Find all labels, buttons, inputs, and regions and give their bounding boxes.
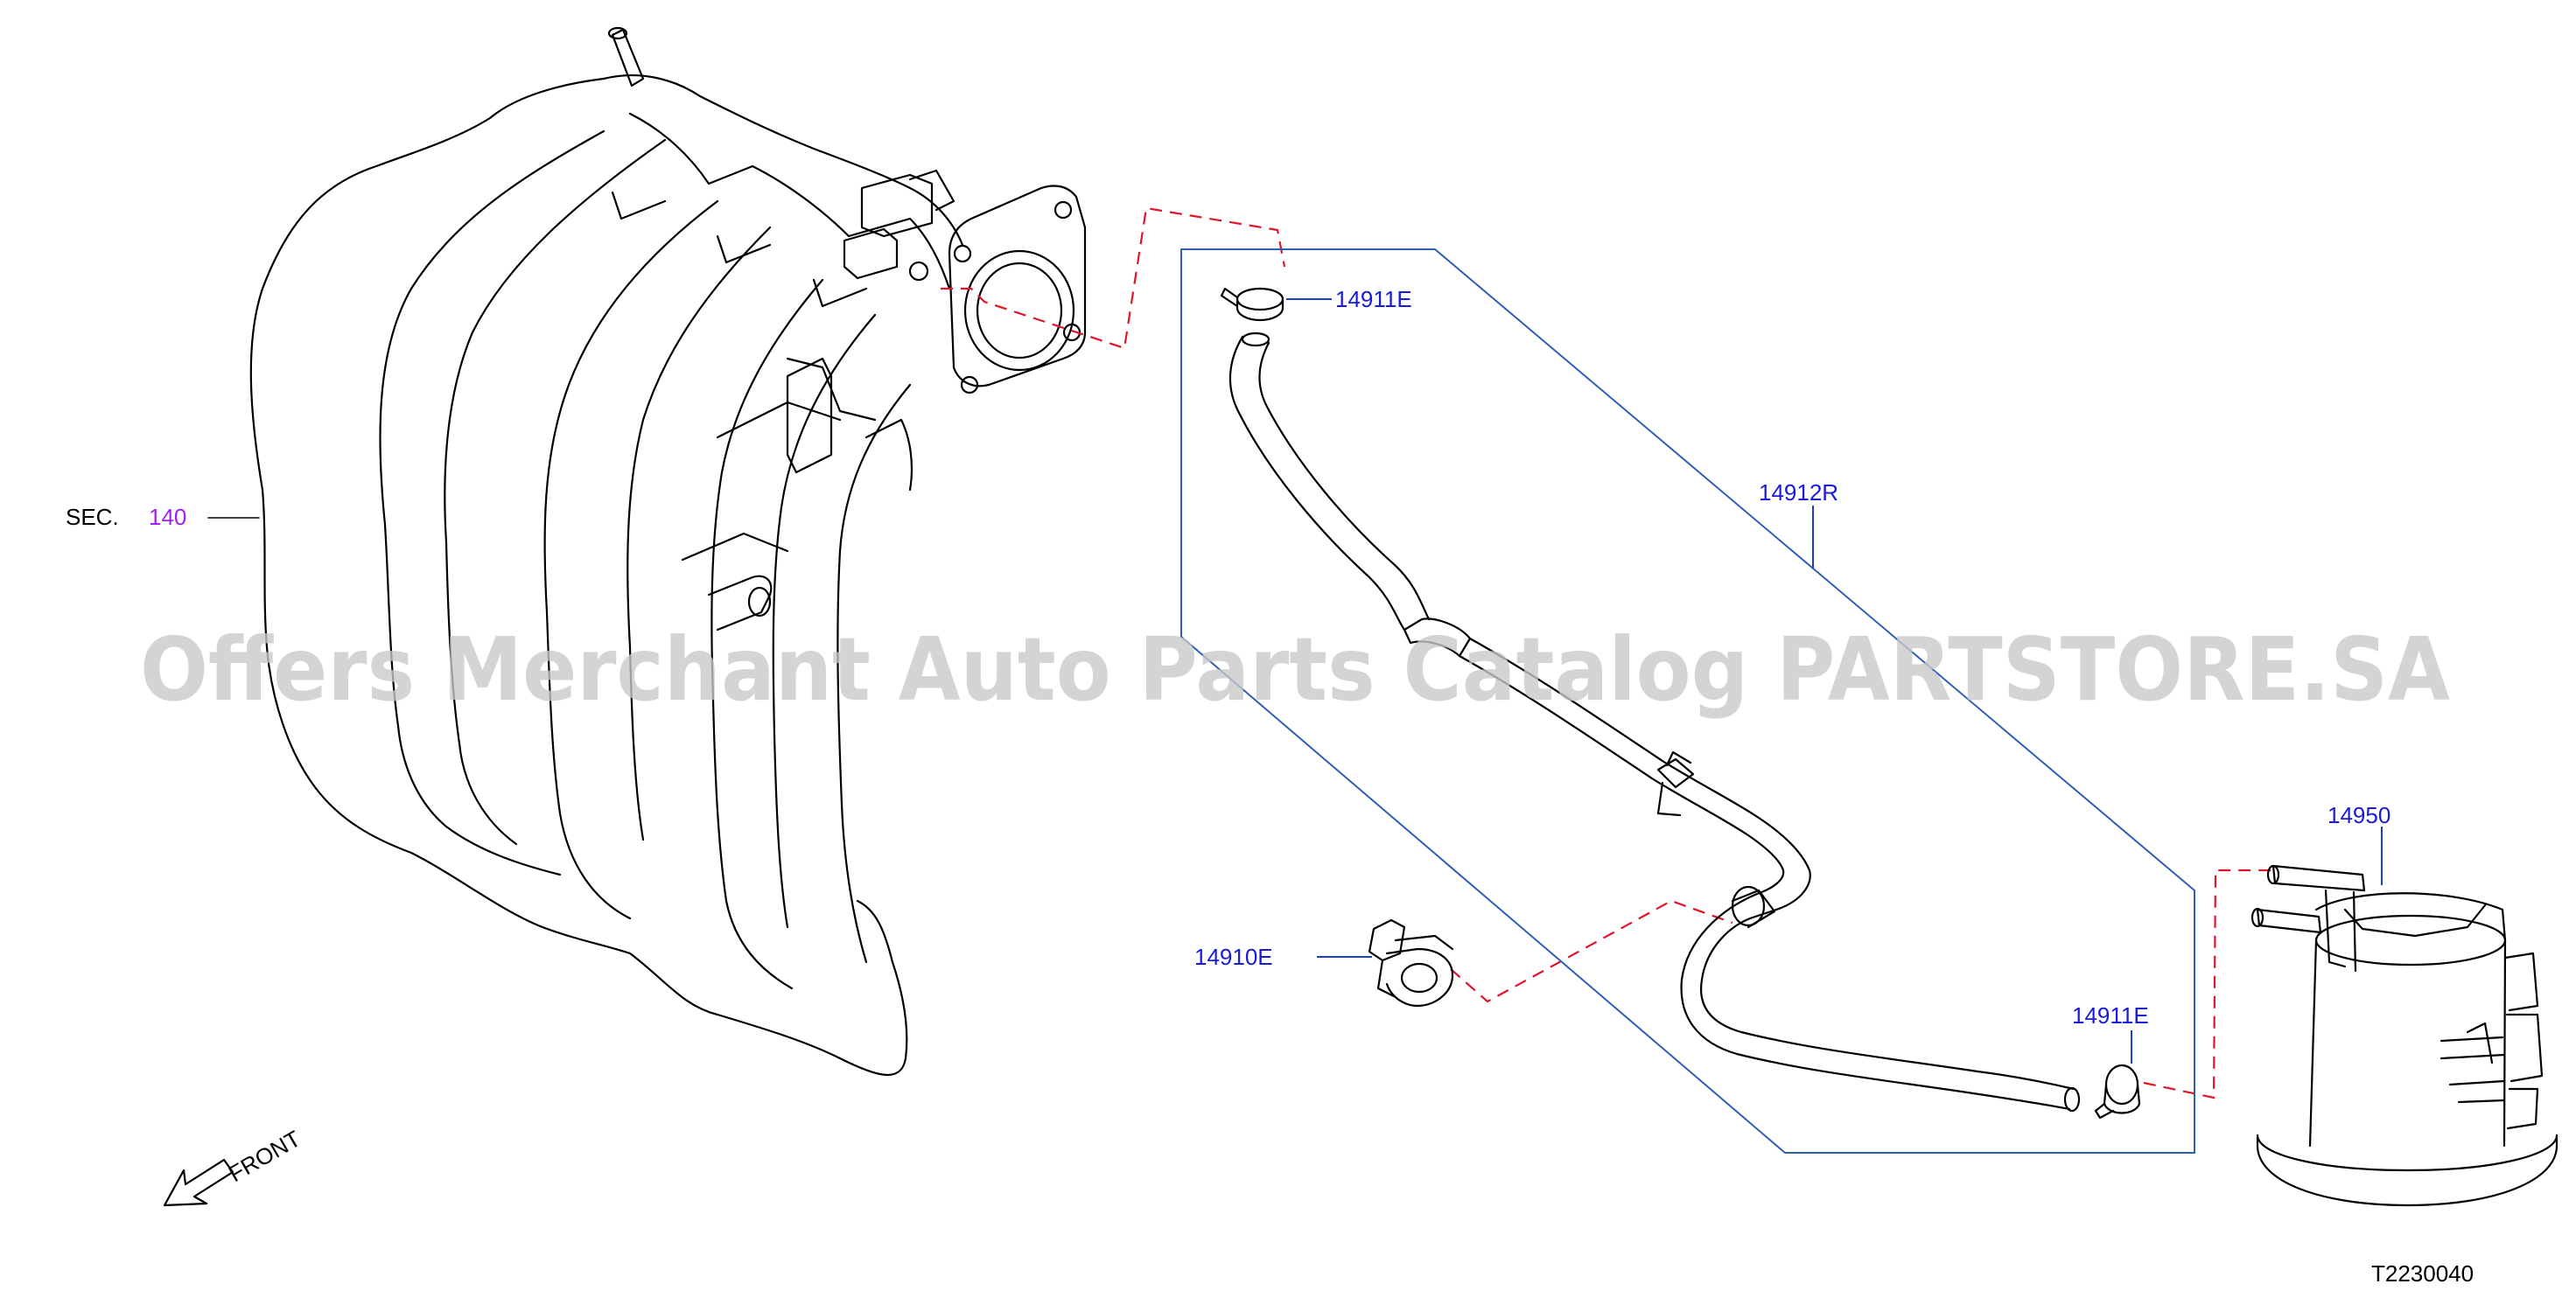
bracket-clamp xyxy=(1368,918,1454,1008)
diagram-code: T2230040 xyxy=(2371,1260,2474,1287)
part-label-clip-lower[interactable]: 14911E xyxy=(2072,1002,2149,1064)
connection-line-upper xyxy=(941,206,1286,350)
front-indicator: FRONT xyxy=(163,1125,305,1207)
evap-canister xyxy=(2250,864,2558,1207)
hose xyxy=(1228,331,2081,1113)
part-number-hose[interactable]: 14912R xyxy=(1759,479,1838,506)
part-label-bracket-clamp[interactable]: 14910E xyxy=(1194,944,1372,970)
intake-manifold xyxy=(249,26,1087,1077)
watermark-text: Offers Merchant Auto Parts Catalog PARTS… xyxy=(140,618,2450,721)
section-number[interactable]: 140 xyxy=(149,504,186,530)
part-label-clip-upper[interactable]: 14911E xyxy=(1286,286,1412,312)
section-reference[interactable]: SEC. 140 xyxy=(66,504,260,530)
clip-lower xyxy=(2094,1064,2141,1120)
section-prefix: SEC. xyxy=(66,504,119,530)
part-label-canister[interactable]: 14950 xyxy=(2328,802,2390,885)
part-number-clip-upper[interactable]: 14911E xyxy=(1335,286,1412,312)
connection-line-middle xyxy=(1450,899,1733,1003)
front-label: FRONT xyxy=(224,1125,305,1187)
part-number-canister[interactable]: 14950 xyxy=(2328,802,2390,828)
clip-upper xyxy=(1220,287,1284,322)
connection-line-lower xyxy=(2143,869,2273,1099)
part-number-clip-lower[interactable]: 14911E xyxy=(2072,1002,2149,1029)
direction-arrow-icon xyxy=(163,1158,234,1207)
part-number-bracket-clamp[interactable]: 14910E xyxy=(1194,944,1273,970)
part-label-hose[interactable]: 14912R xyxy=(1759,479,1838,569)
hose-group-outline xyxy=(1180,248,2195,1154)
